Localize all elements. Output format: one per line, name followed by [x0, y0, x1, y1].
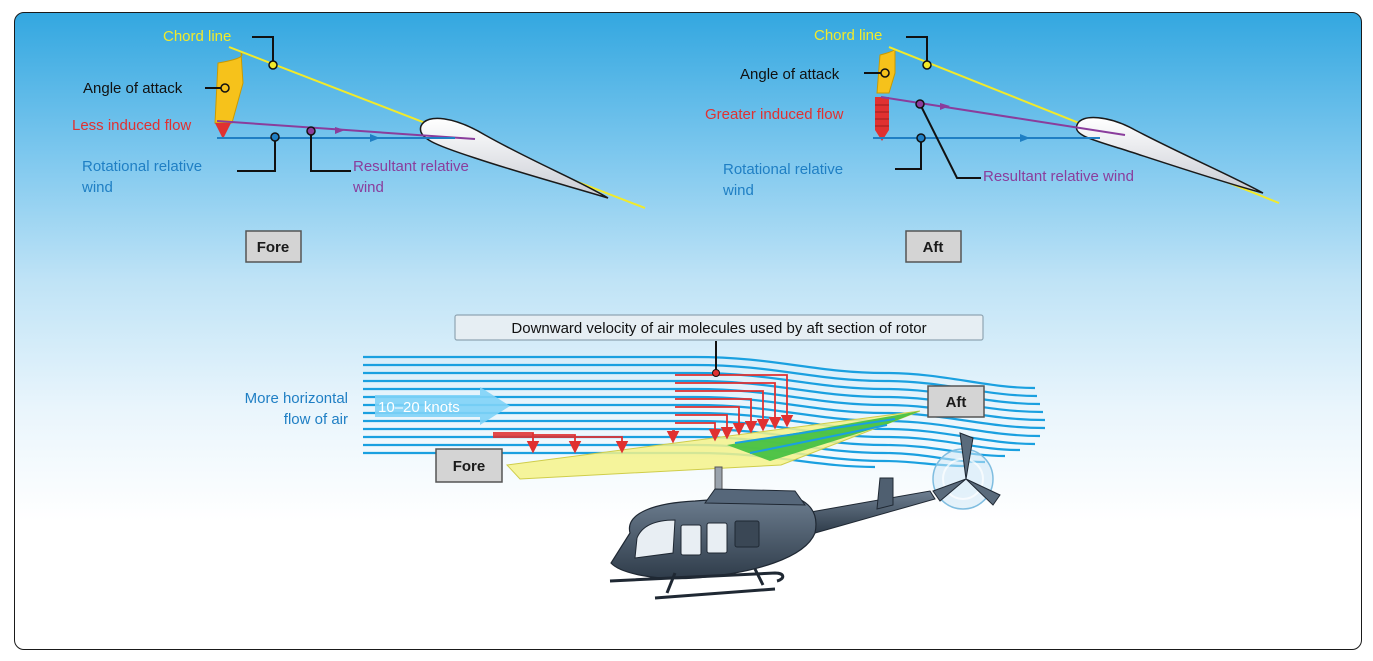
fore-chord-dot — [268, 60, 278, 70]
fore-diagram: Chord line Angle of attack Less induced … — [72, 28, 646, 263]
rotor-disk — [505, 410, 921, 480]
rotor-aft-label: Aft — [946, 394, 967, 411]
fore-resultant-arrow — [335, 127, 345, 134]
horizontal-flow-label-1: More horizontal — [245, 390, 348, 407]
aft-rotational-dot — [916, 133, 926, 143]
fore-resultant-label-1: Resultant relative — [353, 158, 469, 175]
fore-chord-label: Chord line — [163, 28, 231, 45]
horizontal-flow-label-2: flow of air — [284, 411, 348, 428]
aft-resultant-dot — [915, 99, 925, 109]
aft-chord-label: Chord line — [814, 27, 882, 44]
fore-resultant-line — [216, 120, 476, 140]
aft-rotational-label-2: wind — [722, 182, 754, 199]
fore-caption: Fore — [257, 239, 290, 256]
fore-rotational-arrow — [370, 134, 380, 142]
aft-aoa-label: Angle of attack — [740, 66, 840, 83]
downwash-arrows-fore — [493, 432, 629, 454]
rotor-fore-box — [435, 448, 503, 483]
aft-airfoil — [1075, 116, 1264, 194]
aft-resultant-arrow — [940, 103, 950, 110]
aft-caption: Aft — [923, 239, 944, 256]
rotor-fore-label: Fore — [453, 458, 486, 475]
rotor-aft-box — [927, 385, 985, 418]
aft-resultant-label: Resultant relative wind — [983, 168, 1134, 185]
fore-resultant-label-2: wind — [352, 179, 384, 196]
speed-label: 10–20 knots — [378, 399, 460, 416]
fore-rotational-label-2: wind — [81, 179, 113, 196]
fore-caption-box — [245, 230, 302, 263]
aft-aoa-dot — [880, 68, 890, 78]
downward-velocity-banner — [454, 314, 984, 341]
diagram-frame: Chord line Angle of attack Less induced … — [14, 12, 1362, 650]
aft-rotational-arrow — [1020, 134, 1030, 142]
aft-chord-dot — [922, 60, 932, 70]
rotor-view: 10–20 knots More horizontal flow of air … — [245, 314, 1046, 600]
fore-rotational-label-1: Rotational relative — [82, 158, 202, 175]
fore-resultant-dot — [306, 126, 316, 136]
downwash-arrows-aft — [666, 374, 794, 444]
fore-aoa-dot — [220, 83, 230, 93]
downward-velocity-label: Downward velocity of air molecules used … — [511, 320, 926, 337]
aft-caption-box — [905, 230, 962, 263]
helicopter — [609, 432, 1001, 600]
diagram-canvas: Chord line Angle of attack Less induced … — [72, 27, 1280, 600]
speed-arrow — [375, 387, 510, 425]
aft-rotational-label-1: Rotational relative — [723, 161, 843, 178]
fore-induced-label: Less induced flow — [72, 117, 191, 134]
aft-diagram: Chord line Angle of attack Greater induc… — [705, 27, 1280, 263]
fore-aoa-label: Angle of attack — [83, 80, 183, 97]
aft-induced-label: Greater induced flow — [705, 106, 844, 123]
fore-induced-marker — [215, 123, 231, 139]
fore-rotational-dot — [270, 132, 280, 142]
